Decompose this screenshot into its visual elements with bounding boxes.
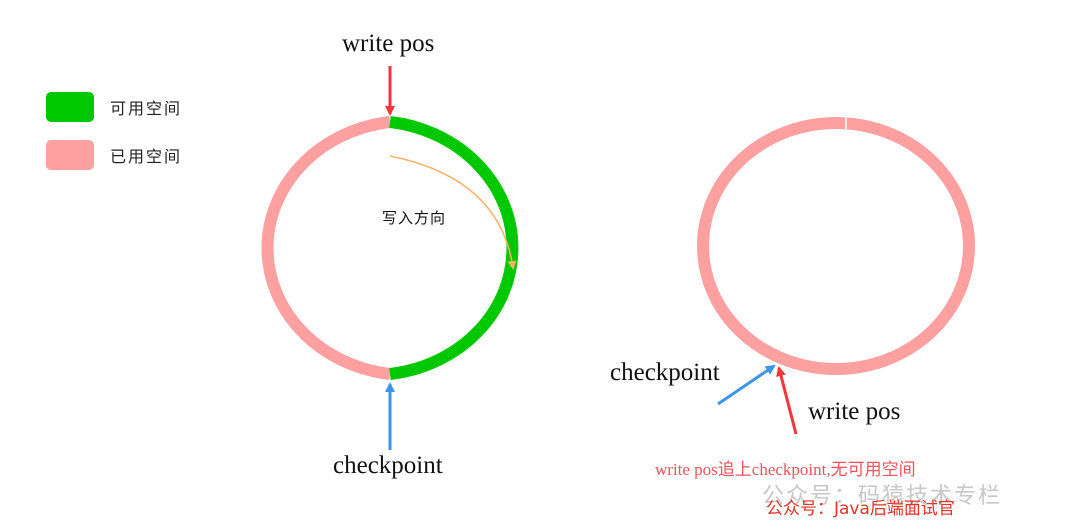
write-pos-label-right: write pos: [808, 398, 901, 425]
write-pos-label-left: write pos: [342, 30, 435, 57]
legend-used-label: 已用空间: [110, 147, 183, 166]
available-space-arc-left: [389, 116, 519, 380]
watermark-text: 公众号：码猿技术专栏: [762, 484, 1003, 509]
legend-available-label: 可用空间: [110, 99, 183, 118]
watermark-overlay-text: 公众号：Java后端面试官: [766, 499, 955, 519]
write-direction-arrow: [389, 155, 517, 270]
legend-available-swatch: [46, 92, 94, 122]
checkpoint-label-right: checkpoint: [610, 359, 720, 386]
checkpoint-arrow-right: [717, 364, 776, 406]
checkpoint-label-left: checkpoint: [333, 452, 443, 479]
legend-used-swatch: [46, 140, 94, 170]
write-pos-arrow-right: [776, 366, 798, 435]
used-space-ring-right: [697, 117, 975, 375]
write-direction-label: 写入方向: [382, 209, 447, 227]
legend-available: 可用空间: [46, 92, 182, 122]
full-ring-caption: write pos追上checkpoint,无可用空间: [655, 460, 916, 479]
used-space-arc-left: [261, 116, 391, 380]
legend-used: 已用空间: [46, 140, 182, 170]
